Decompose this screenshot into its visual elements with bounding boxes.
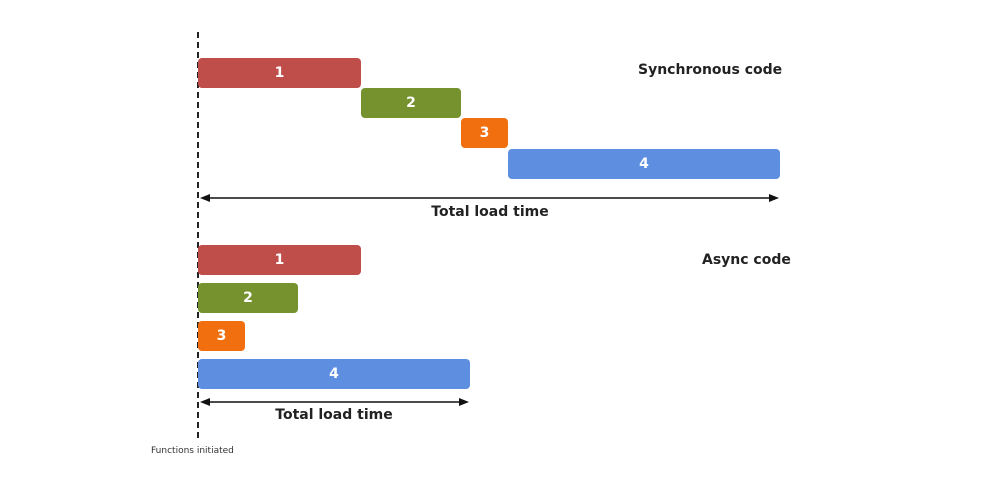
async-task-1: 1: [198, 245, 361, 275]
async-task-2: 2: [198, 283, 298, 313]
start-marker-label: Functions initiated: [151, 446, 234, 456]
sync-task-3-label: 3: [479, 125, 490, 141]
async-total-label: Total load time: [275, 407, 393, 423]
async-task-2-label: 2: [243, 290, 253, 306]
async-task-3-label: 3: [216, 328, 227, 344]
sync-task-4-label: 4: [639, 156, 649, 172]
async-task-4: 4: [198, 359, 470, 389]
async-task-3: 3: [198, 321, 245, 351]
sync-task-4: 4: [508, 149, 780, 179]
async-total-arrow: [200, 398, 469, 406]
sync-title: Synchronous code: [638, 62, 783, 78]
sync-task-1-label: 1: [274, 65, 285, 81]
sync-task-2: 2: [361, 88, 461, 118]
async-title: Async code: [702, 252, 791, 268]
async-task-1-label: 1: [274, 252, 285, 268]
sync-total-arrow: [200, 194, 779, 202]
sync-task-2-label: 2: [406, 95, 416, 111]
sync-task-1: 1: [198, 58, 361, 88]
sync-task-3: 3: [461, 118, 508, 148]
sync-total-label: Total load time: [431, 204, 549, 220]
async-task-4-label: 4: [329, 366, 339, 382]
